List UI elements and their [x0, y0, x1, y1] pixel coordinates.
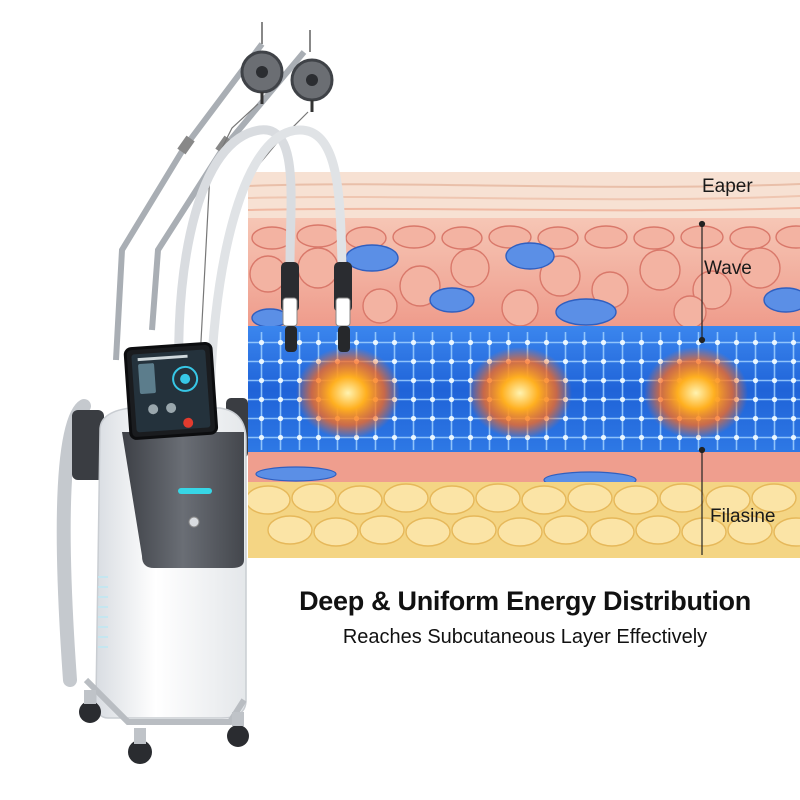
layer-label-bottom: Filasine	[710, 506, 776, 527]
treatment-machine-icon	[56, 22, 352, 764]
energy-focus-point-2	[468, 347, 572, 439]
layer-label-middle: Wave	[704, 258, 752, 279]
layer-label-top: Eaper	[702, 176, 753, 197]
energy-focus-point-3	[644, 347, 748, 439]
handpiece-icon	[281, 262, 352, 352]
indicator-light	[178, 488, 212, 494]
energy-focus-point-1	[296, 347, 400, 439]
caption-headline: Deep & Uniform Energy Distribution	[299, 586, 751, 616]
skin-cross-section	[248, 172, 800, 558]
layer-pointer-lines	[698, 220, 706, 555]
caption-subline: Reaches Subcutaneous Layer Effectively	[342, 626, 708, 648]
